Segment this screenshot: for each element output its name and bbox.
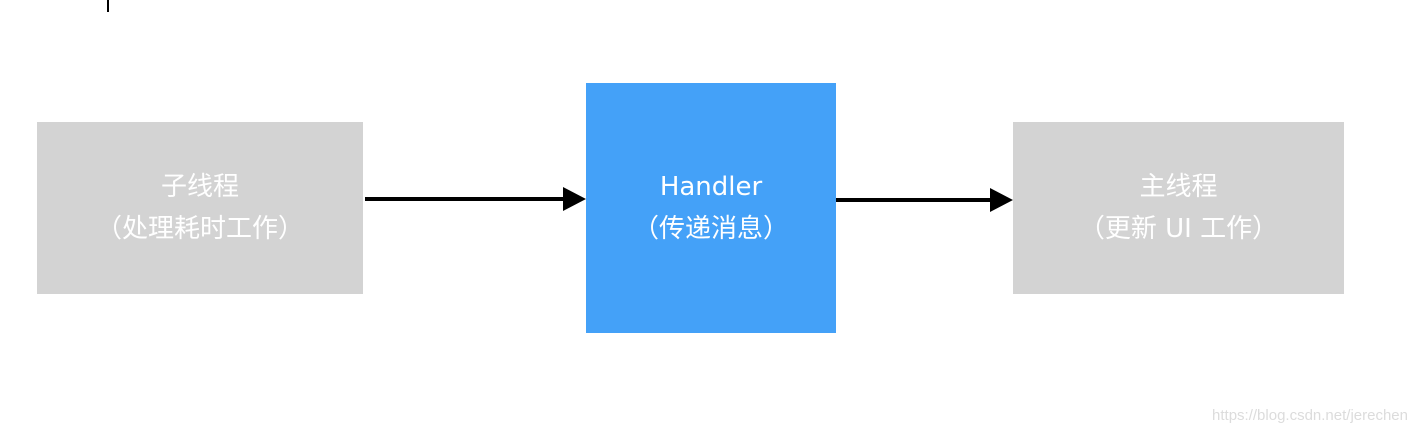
arrow-handler-to-main [836, 188, 1013, 212]
handler-node: Handler （传递消息） [586, 83, 836, 333]
handler-title: Handler [659, 172, 763, 202]
worker-thread-title: 子线程 [160, 172, 239, 202]
text-cursor-mark [107, 0, 109, 12]
handler-desc: （传递消息） [632, 214, 789, 244]
main-thread-desc: （更新 UI 工作） [1078, 214, 1279, 244]
worker-thread-desc: （处理耗时工作） [95, 214, 304, 244]
arrow-worker-to-handler [365, 187, 586, 211]
main-thread-title: 主线程 [1139, 172, 1218, 202]
worker-thread-node: 子线程 （处理耗时工作） [37, 122, 363, 294]
watermark-text: https://blog.csdn.net/jerechen [1212, 407, 1408, 424]
main-thread-node: 主线程 （更新 UI 工作） [1013, 122, 1344, 294]
